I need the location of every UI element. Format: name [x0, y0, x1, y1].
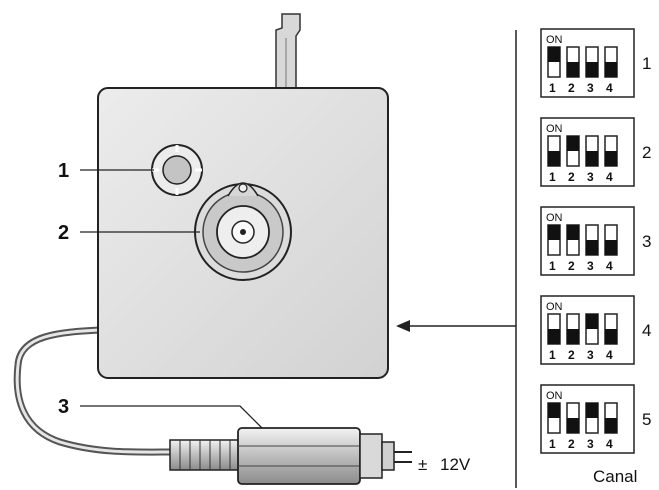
arrow-to-receiver	[396, 320, 516, 332]
dip-switch-number: 2	[568, 81, 575, 95]
dip-switch-number: 4	[606, 348, 613, 362]
dip-switch-off	[548, 151, 560, 166]
dip-on-label: ON	[546, 301, 563, 313]
channel-number: 5	[642, 410, 651, 429]
dip-on-label: ON	[546, 390, 563, 402]
dip-switch-off	[567, 62, 579, 77]
dip-switch-off	[605, 151, 617, 166]
dip-switch-off	[586, 62, 598, 77]
dip-switch-number: 3	[587, 437, 594, 451]
dip-switch-number: 1	[549, 170, 556, 184]
dip-switch-on	[548, 47, 560, 62]
power-voltage: 12V	[440, 455, 471, 474]
channel-number: 2	[642, 143, 651, 162]
dip-switch-number: 4	[606, 170, 613, 184]
dip-switch-off	[586, 240, 598, 255]
dip-switch-off	[605, 329, 617, 344]
callout-3-label: 3	[58, 396, 69, 418]
channel-number: 4	[642, 321, 651, 340]
dip-switch-off	[605, 62, 617, 77]
canal-label: Canal	[593, 467, 637, 486]
dip-switch-number: 2	[568, 348, 575, 362]
dip-switch-number: 1	[549, 437, 556, 451]
dip-switch-off	[548, 329, 560, 344]
dip-switch-off	[567, 418, 579, 433]
dip-switch-on	[586, 314, 598, 329]
dip-switch-number: 4	[606, 437, 613, 451]
channel-number: 1	[642, 54, 651, 73]
callout-1-label: 1	[58, 160, 69, 182]
dip-switch-number: 1	[549, 259, 556, 273]
dip-switch-number: 2	[568, 170, 575, 184]
dip-switch-on	[567, 225, 579, 240]
dip-on-label: ON	[546, 123, 563, 135]
dip-switch-off	[605, 240, 617, 255]
channel-number: 3	[642, 232, 651, 251]
dip-switch-number: 3	[587, 259, 594, 273]
dip-switch-number: 4	[606, 259, 613, 273]
power-sign: ±	[418, 455, 427, 474]
dip-switch-off	[605, 418, 617, 433]
dip-switch-number: 1	[549, 81, 556, 95]
dip-switch-number: 3	[587, 348, 594, 362]
dip-on-label: ON	[546, 34, 563, 46]
dip-switch-off	[586, 151, 598, 166]
dip-switch-number: 2	[568, 437, 575, 451]
dip-switch-number: 2	[568, 259, 575, 273]
dip-switch-off	[567, 329, 579, 344]
callout-2-label: 2	[58, 222, 69, 244]
led-indicator	[151, 144, 203, 196]
dip-switch-number: 3	[587, 81, 594, 95]
dip-switch-on	[548, 225, 560, 240]
dip-switch-on	[567, 136, 579, 151]
dip-switch-number: 1	[549, 348, 556, 362]
dip-switch-on	[586, 403, 598, 418]
dip-switch-number: 3	[587, 170, 594, 184]
antenna-connector	[194, 182, 292, 281]
power-plug	[169, 427, 412, 485]
dip-on-label: ON	[546, 212, 563, 224]
dip-switch-on	[548, 403, 560, 418]
power-cable	[13, 326, 179, 456]
dip-switch-number: 4	[606, 81, 613, 95]
antenna	[275, 13, 301, 91]
